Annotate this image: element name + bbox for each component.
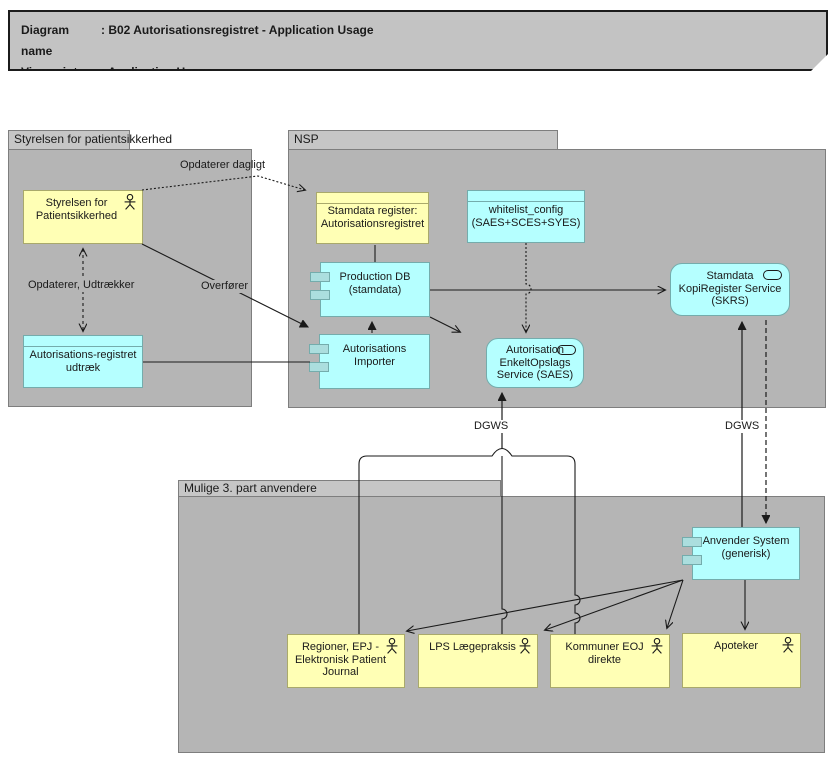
group-styrelsen-label: Styrelsen for patientsikkerhed	[14, 132, 173, 146]
group-styrelsen-tab: Styrelsen for patientsikkerhed	[8, 130, 172, 150]
group-nsp-label: NSP	[294, 132, 319, 146]
node-label: Production DB (stamdata)	[339, 271, 411, 296]
actor-icon	[519, 638, 531, 654]
node-kommuner-eoj: Kommuner EOJ direkte	[550, 634, 670, 688]
connector-label-opdaterer-udtraekker: Opdaterer, Udtrækker	[26, 279, 137, 292]
node-label: Styrelsen for Patientsikkerhed	[35, 197, 118, 222]
title-row-diagram-name: Diagram name : B02 Autorisationsregistre…	[21, 20, 826, 62]
node-saes-service: Autorisation EnkeltOpslags Service (SAES…	[486, 338, 584, 388]
group-third-party-label: Mulige 3. part anvendere	[184, 481, 317, 495]
component-icon	[682, 555, 702, 565]
node-whitelist-config: whitelist_config (SAES+SCES+SYES)	[467, 190, 585, 243]
component-icon	[310, 272, 330, 282]
node-label: Regioner, EPJ - Elektronisk Patient Jour…	[294, 641, 387, 678]
node-autorisationsregistret-udtraek: Autorisations-registret udtræk	[23, 335, 143, 388]
node-label: LPS Lægepraksis	[429, 641, 516, 653]
node-anvender-system: Anvender System (generisk)	[682, 527, 800, 580]
viewpoint-label: Viewpoint	[21, 65, 78, 79]
component-icon	[310, 290, 330, 300]
connector-label-overfoerer: Overfører	[199, 280, 251, 293]
actor-icon	[782, 637, 794, 653]
node-production-db: Production DB (stamdata)	[310, 262, 430, 317]
title-label: Diagram name	[21, 23, 70, 58]
node-label: Autorisations Importer	[342, 343, 407, 368]
node-label: Stamdata KopiRegister Service (SKRS)	[678, 270, 782, 307]
node-autorisations-importer: Autorisations Importer	[309, 334, 430, 389]
diagram-title-note: Diagram name : B02 Autorisationsregistre…	[8, 10, 828, 71]
node-apoteker: Apoteker	[682, 633, 801, 688]
group-third-party-tab: Mulige 3. part anvendere	[178, 480, 501, 497]
connector-label-dgws-left: DGWS	[472, 420, 511, 433]
actor-icon	[124, 194, 136, 210]
node-label: whitelist_config (SAES+SCES+SYES)	[471, 204, 581, 229]
component-icon	[309, 362, 329, 372]
viewpoint-value: : Application Usage	[101, 65, 213, 79]
connector-label-opdaterer-dagligt: Opdaterer dagligt	[180, 159, 265, 171]
node-stamdata-register: Stamdata register: Autorisationsregistre…	[316, 192, 429, 244]
connector-label-dgws-right: DGWS	[723, 420, 762, 433]
node-lps: LPS Lægepraksis	[418, 634, 538, 688]
actor-icon	[386, 638, 398, 654]
node-label: Anvender System (generisk)	[702, 535, 790, 560]
service-icon	[557, 345, 576, 355]
actor-icon	[651, 638, 663, 654]
node-label: Stamdata register: Autorisationsregistre…	[320, 205, 425, 230]
component-icon	[682, 537, 702, 547]
node-styrelsen-actor: Styrelsen for Patientsikkerhed	[23, 190, 143, 244]
node-label: Autorisations-registret udtræk	[29, 349, 137, 374]
node-skrs-service: Stamdata KopiRegister Service (SKRS)	[670, 263, 790, 316]
node-label: Kommuner EOJ direkte	[565, 641, 644, 666]
service-icon	[763, 270, 782, 280]
node-label: Apoteker	[713, 640, 759, 652]
group-nsp-tab: NSP	[288, 130, 558, 150]
title-value: : B02 Autorisationsregistret - Applicati…	[101, 23, 374, 37]
node-label: Autorisation EnkeltOpslags Service (SAES…	[496, 344, 574, 381]
component-icon	[309, 344, 329, 354]
title-row-viewpoint: Viewpoint : Application Usage	[21, 62, 826, 83]
node-regioner-epj: Regioner, EPJ - Elektronisk Patient Jour…	[287, 634, 405, 688]
